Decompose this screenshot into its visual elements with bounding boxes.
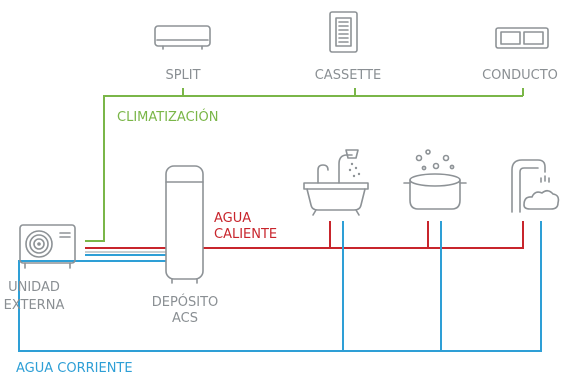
agua-corriente-main-line	[18, 221, 542, 352]
agua-caliente-label-line2: CALIENTE	[214, 227, 277, 242]
agua-caliente-lines	[85, 221, 524, 249]
deposito-acs-label-line2: ACS	[172, 311, 198, 326]
unidad-externa-label-line1: UNIDAD	[8, 280, 60, 295]
cooking-pot-icon	[403, 149, 467, 210]
cassette-label: CASSETTE	[315, 68, 382, 83]
cassette-ac-unit-icon	[329, 11, 358, 53]
faucet-icon	[511, 159, 560, 213]
outdoor-unit-icon	[19, 224, 76, 269]
unidad-externa-label-line2: EXTERNA	[4, 298, 65, 313]
agua-corriente-lines	[18, 221, 542, 352]
conducto-label: CONDUCTO	[482, 68, 558, 83]
split-ac-unit-icon	[154, 25, 211, 50]
climatizacion-lines	[85, 88, 524, 242]
agua-corriente-label: AGUA CORRIENTE	[16, 361, 133, 376]
agua-caliente-label-line1: AGUA	[214, 211, 251, 226]
deposito-acs-label-line1: DEPÓSITO	[152, 294, 219, 310]
bathtub-shower-icon	[303, 149, 369, 216]
climatizacion-label: CLIMATIZACIÓN	[117, 109, 218, 125]
agua-caliente-main-line	[203, 221, 524, 249]
ducted-ac-unit-icon	[495, 27, 549, 49]
climatizacion-main-line	[85, 95, 523, 242]
split-label: SPLIT	[165, 68, 200, 83]
water-tank-icon	[165, 165, 204, 284]
